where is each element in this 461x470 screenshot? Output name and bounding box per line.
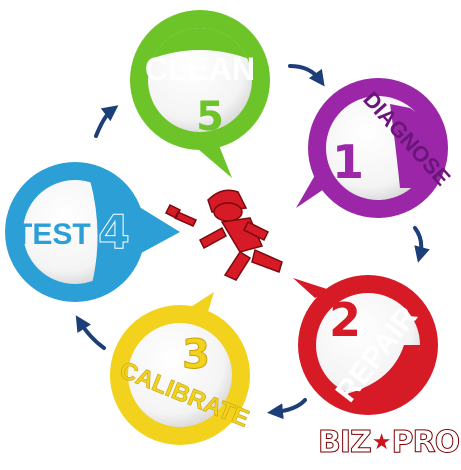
arrow-repair-to-calibrate xyxy=(267,398,307,420)
arrow-clean-to-diagnose xyxy=(288,64,325,87)
diagnose-number: 1 xyxy=(332,135,364,189)
logo-left: BIZ xyxy=(318,425,373,461)
logo-star-icon: ★ xyxy=(371,430,392,455)
clean-band xyxy=(148,28,252,80)
bizpro-logo: BIZ ★ PRO xyxy=(318,424,461,462)
cycle-arrows xyxy=(75,64,430,420)
diagnose-tail xyxy=(296,170,330,208)
diagnose-band xyxy=(390,104,435,188)
test-number: 4 xyxy=(98,205,130,259)
step-diagnose-bubble: DIAGNOSE 1 xyxy=(296,78,455,218)
repair-band xyxy=(340,345,421,399)
test-band xyxy=(90,179,143,284)
repair-worker-with-wrench-icon xyxy=(164,189,283,281)
arrow-test-to-clean xyxy=(94,105,119,138)
clean-tail xyxy=(185,128,232,178)
repair-number: 2 xyxy=(329,293,361,347)
step-calibrate-bubble: CALIBRATE 3 xyxy=(110,292,253,445)
clean-label: CLEAN xyxy=(145,51,255,87)
step-repair-bubble: REPAIR 2 xyxy=(293,275,438,415)
arrow-diagnose-to-repair xyxy=(413,226,430,263)
step-test-bubble: TEST 4 xyxy=(5,162,180,302)
clean-number: 5 xyxy=(196,94,224,140)
repair-tail xyxy=(293,278,330,298)
calibrate-number: 3 xyxy=(182,332,210,378)
logo-right: PRO xyxy=(391,425,461,461)
calibrate-tail xyxy=(186,292,214,318)
test-label: TEST xyxy=(14,218,91,251)
arrow-calibrate-to-test xyxy=(75,315,106,350)
step-clean-bubble: CLEAN 5 xyxy=(130,10,270,178)
